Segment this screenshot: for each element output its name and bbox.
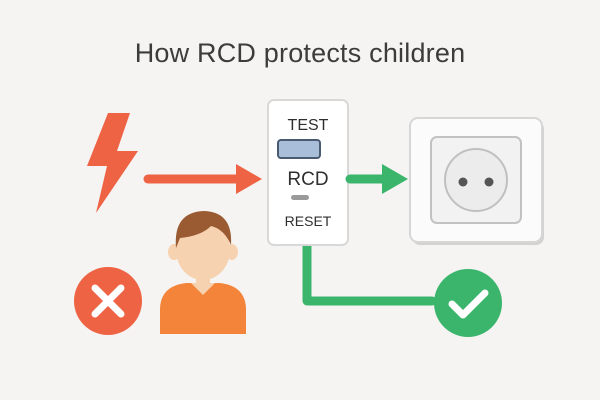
rcd-to-check-line	[302, 239, 437, 306]
check-icon	[434, 269, 502, 337]
rcd-to-socket-arrow	[345, 164, 408, 194]
diagram-title: How RCD protects children	[134, 38, 466, 68]
hazard-to-rcd-arrow	[143, 164, 262, 194]
rcd-indicator-slot	[291, 195, 309, 200]
rcd-test-button[interactable]	[277, 139, 321, 159]
rcd-device	[267, 99, 349, 246]
lightning-bolt-icon	[87, 113, 138, 213]
rcd-name-label: RCD	[287, 169, 329, 190]
cross-icon	[74, 267, 142, 335]
rcd-test-label: TEST	[287, 117, 329, 134]
power-socket-icon	[409, 117, 544, 245]
rcd-reset-label: RESET	[284, 213, 332, 229]
child-icon	[160, 211, 246, 334]
